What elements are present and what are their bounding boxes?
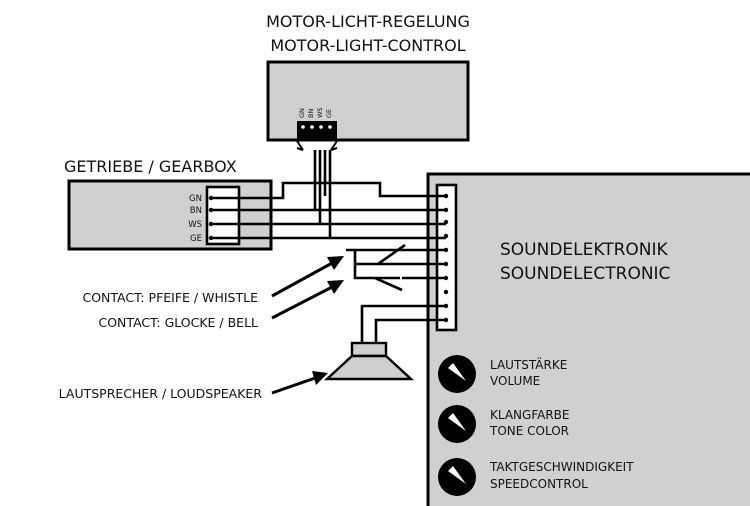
motor-pin-ws: WS bbox=[316, 107, 324, 118]
gearbox-connector bbox=[205, 185, 241, 246]
volume-label-en: VOLUME bbox=[490, 374, 540, 388]
motor-connector bbox=[296, 121, 338, 151]
gearbox-wires bbox=[211, 181, 446, 240]
sound-title-de: SOUNDELEKTRONIK bbox=[500, 240, 669, 260]
motor-pin-gn: GN bbox=[298, 108, 306, 118]
loudspeaker-symbol bbox=[323, 341, 415, 381]
gearbox-pin-bn: BN bbox=[190, 206, 202, 216]
contact-switches bbox=[346, 243, 446, 292]
speed-control-knob[interactable] bbox=[438, 458, 476, 496]
gearbox-pin-gn: GN bbox=[189, 194, 202, 204]
gearbox-pin-ge: GE bbox=[190, 234, 202, 244]
sound-title-en: SOUNDELECTRONIC bbox=[500, 264, 670, 284]
tone-color-label-en: TONE COLOR bbox=[489, 424, 569, 438]
whistle-contact-label: CONTACT: PFEIFE / WHISTLE bbox=[82, 290, 258, 305]
tone-color-label-de: KLANGFARBE bbox=[490, 408, 569, 422]
motor-wires bbox=[313, 150, 332, 238]
gearbox-pin-labels: GN BN WS GE bbox=[188, 194, 202, 244]
volume-knob[interactable] bbox=[438, 355, 476, 393]
motor-control-title-de: MOTOR-LICHT-REGELUNG bbox=[266, 12, 470, 31]
motor-control-title-en: MOTOR-LIGHT-CONTROL bbox=[270, 36, 465, 55]
motor-pin-ge: GE bbox=[325, 109, 333, 118]
gearbox-title: GETRIEBE / GEARBOX bbox=[64, 157, 237, 176]
motor-pin-bn: BN bbox=[307, 109, 315, 118]
volume-label-de: LAUTSTÄRKE bbox=[490, 357, 567, 372]
speaker-wires bbox=[360, 304, 446, 344]
sound-connector bbox=[435, 183, 458, 332]
speed-control-label-de: TAKTGESCHWINDIGKEIT bbox=[489, 460, 634, 474]
loudspeaker-label: LAUTSPRECHER / LOUDSPEAKER bbox=[59, 386, 263, 401]
speed-control-label-en: SPEEDCONTROL bbox=[490, 477, 588, 491]
gearbox-pin-ws: WS bbox=[188, 220, 202, 230]
sound-electronic-box bbox=[426, 172, 750, 506]
bell-contact-label: CONTACT: GLOCKE / BELL bbox=[98, 315, 258, 330]
tone-color-knob[interactable] bbox=[438, 405, 476, 443]
motor-pin-labels: GN BN WS GE bbox=[298, 107, 333, 118]
pointer-arrows bbox=[271, 256, 344, 395]
